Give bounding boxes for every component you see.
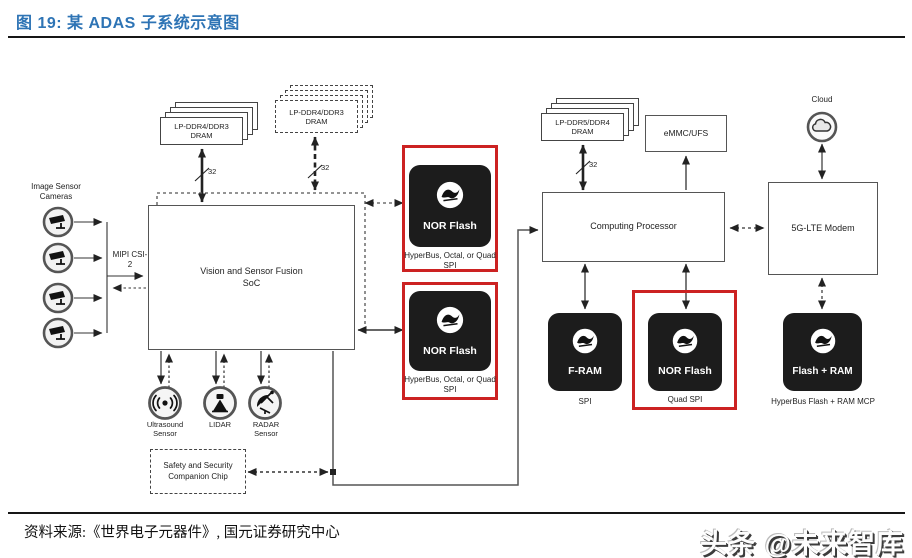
flash-ram-chip: Flash + RAM [783,313,862,391]
bus-width-label: 32 [208,167,217,176]
nor-flash-3-highlight [632,290,737,410]
cypress-logo-icon [672,328,698,354]
watermark: 头条 @未来智库 [700,529,904,558]
camera-icon [42,206,74,238]
ultrasound-sensor-icon [148,386,182,420]
cameras-label: Image Sensor Cameras [31,182,81,201]
dram-left-label: LP-DDR4/DDR3 DRAM [160,117,243,145]
flash-ram-caption: HyperBus Flash + RAM MCP [771,397,875,406]
sensor-label: Ultrasound Sensor [146,420,184,439]
f-ram-chip: F-RAM [548,313,622,391]
wire-junction-dot [330,469,336,475]
dram-left-stack: LP-DDR4/DDR3 DRAM [160,102,260,148]
sensor-label: RADAR Sensor [252,420,280,439]
cypress-logo-icon [436,181,464,208]
cloud-label: Cloud [811,95,833,104]
nor-flash-2-highlight [402,282,498,400]
nor-flash-3-label: NOR Flash [658,365,712,377]
bus-width-label: 32 [321,163,330,172]
emmc-label: eMMC/UFS [663,128,709,139]
camera-icon [42,317,74,349]
bus-width-label: 32 [589,160,598,169]
flash-ram-label: Flash + RAM [792,365,853,377]
sensor-label: LIDAR [208,420,232,429]
cypress-logo-icon [572,328,598,354]
nor-flash-1-caption: HyperBus, Octal, or Quad SPI [404,251,496,271]
modem-label: 5G-LTE Modem [791,222,855,233]
camera-icon [42,242,74,274]
figure-title: 图 19: 某 ADAS 子系统示意图 [16,15,240,32]
camera-icon [42,282,74,314]
modem-box: 5G-LTE Modem [768,182,878,275]
processor-box: Computing Processor [542,192,725,262]
f-ram-caption: SPI [578,397,592,406]
radar-sensor-icon [248,386,282,420]
lidar-sensor-icon [203,386,237,420]
dram-right-label: LP-DDR5/DDR4 DRAM [541,113,624,141]
emmc-box: eMMC/UFS [645,115,727,152]
mipi-label: MIPI CSI-2 [112,250,148,269]
f-ram-label: F-RAM [568,365,602,377]
soc-label: Vision and Sensor Fusion SoC [200,266,303,288]
cypress-logo-icon [810,329,835,354]
processor-label: Computing Processor [590,221,677,232]
dram-right-stack: LP-DDR5/DDR4 DRAM [541,98,641,144]
dram-optional-stack: LP-DDR4/DDR3 DRAM [275,85,377,135]
safety-chip-box: Safety and Security Companion Chip [150,449,246,494]
nor-flash-1-highlight [402,145,498,272]
cypress-logo-icon [436,306,464,334]
nor-flash-1-label: NOR Flash [423,220,477,233]
footer-divider [8,512,905,514]
nor-flash-2-caption: HyperBus, Octal, or Quad SPI [404,375,496,395]
dram-optional-label: LP-DDR4/DDR3 DRAM [275,100,358,133]
sensor-wires [157,351,273,388]
cloud-icon [806,111,838,143]
nor-flash-2-label: NOR Flash [423,345,477,357]
nor-flash-2-chip: NOR Flash [409,291,491,371]
title-divider [8,36,905,38]
safety-chip-label: Safety and Security Companion Chip [163,461,233,481]
nor-flash-1-chip: NOR Flash [409,165,491,247]
nor-flash-3-caption: Quad SPI [667,395,703,404]
soc-box: Vision and Sensor Fusion SoC [148,205,355,350]
source-note: 资料来源:《世界电子元器件》, 国元证券研究中心 [24,525,340,541]
camera-wires [74,218,146,337]
nor-flash-3-chip: NOR Flash [648,313,722,391]
